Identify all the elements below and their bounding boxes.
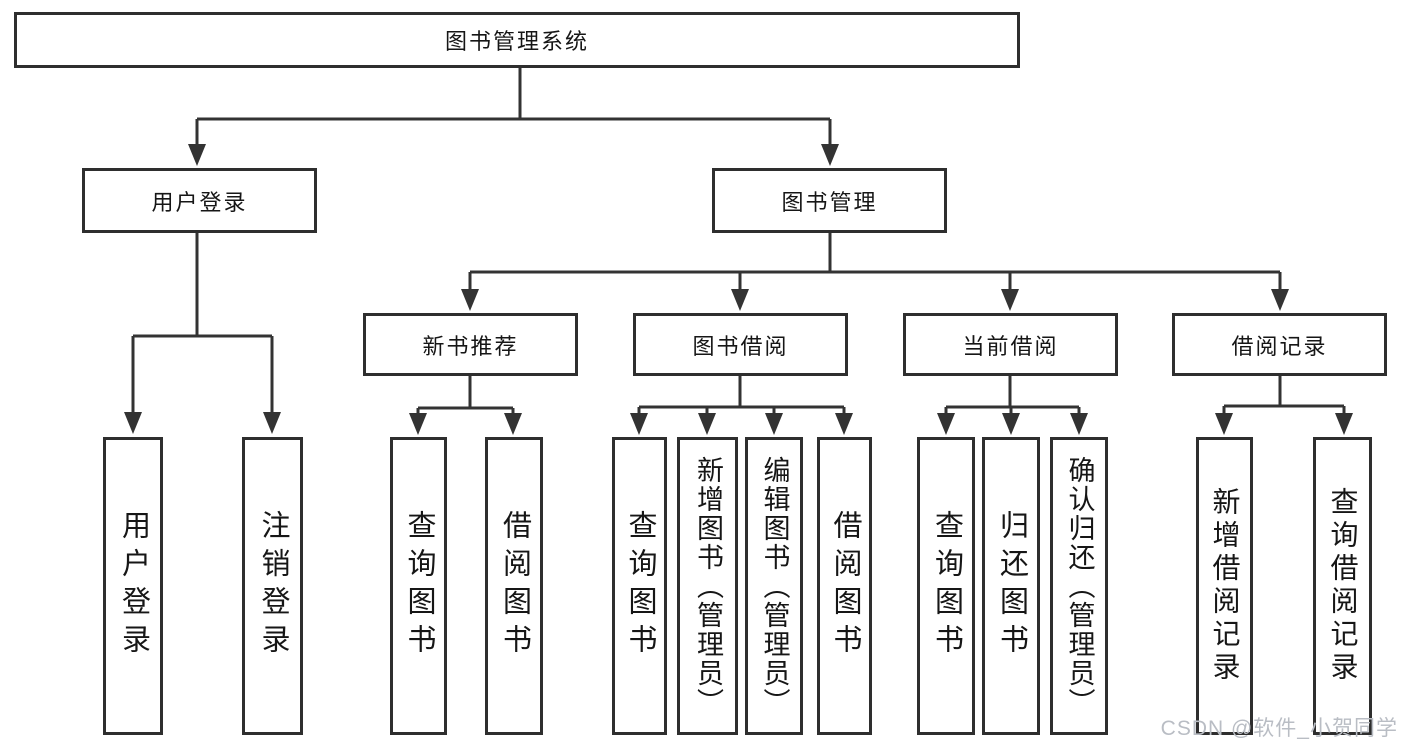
connector-borrow-records	[1222, 376, 1346, 420]
node-book-management-label: 图书管理	[781, 189, 878, 215]
arrowhead-icon	[1002, 413, 1020, 435]
node-add-borrow-record-label: 新增借阅记录	[1209, 487, 1241, 685]
node-borrow-records: 借阅记录	[1172, 313, 1387, 376]
node-root-label: 图书管理系统	[444, 29, 589, 54]
node-current-borrow: 当前借阅	[903, 313, 1118, 376]
node-query-borrow-record-label: 查询借阅记录	[1327, 487, 1359, 685]
arrowhead-icon	[124, 412, 142, 434]
node-user-login-leaf: 用户登录	[103, 437, 163, 735]
node-logout-label: 注销登录	[257, 510, 289, 662]
node-book-management: 图书管理	[712, 168, 947, 233]
node-borrow-books-1-label: 借阅图书	[498, 510, 531, 662]
arrowhead-icon	[765, 413, 783, 435]
arrowhead-icon	[1070, 413, 1088, 435]
arrowhead-icon	[698, 413, 716, 435]
node-user-login-leaf-label: 用户登录	[117, 510, 150, 662]
arrowhead-icon	[461, 289, 479, 311]
connector-book-management	[468, 233, 1282, 296]
arrowhead-icon	[630, 413, 648, 435]
connector-new-book	[416, 376, 515, 420]
node-borrow-books-1: 借阅图书	[485, 437, 543, 735]
arrowhead-icon	[835, 413, 853, 435]
arrowhead-icon	[731, 289, 749, 311]
node-edit-book-admin-label: 编辑图书（管理员）	[759, 455, 790, 717]
connector-root	[195, 68, 832, 150]
node-confirm-return-admin: 确认归还（管理员）	[1050, 437, 1108, 735]
node-book-borrow: 图书借阅	[633, 313, 848, 376]
node-user-login-label: 用户登录	[151, 189, 248, 215]
node-root: 图书管理系统	[14, 12, 1020, 68]
arrowhead-icon	[188, 144, 206, 166]
arrowhead-icon	[504, 413, 522, 435]
watermark: CSDN @软件_小贺同学	[1160, 717, 1398, 740]
node-borrow-records-label: 借阅记录	[1231, 333, 1328, 359]
node-return-books: 归还图书	[982, 437, 1040, 735]
arrowhead-icon	[263, 412, 281, 434]
arrowhead-icon	[1335, 413, 1353, 435]
arrowhead-icon	[821, 144, 839, 166]
node-new-book-recommend: 新书推荐	[363, 313, 578, 376]
node-logout: 注销登录	[242, 437, 303, 735]
node-return-books-label: 归还图书	[995, 510, 1028, 662]
connector-book-borrow	[637, 376, 846, 420]
node-user-login: 用户登录	[82, 168, 317, 233]
node-borrow-books-2: 借阅图书	[817, 437, 872, 735]
node-query-books-2: 查询图书	[612, 437, 667, 735]
node-book-borrow-label: 图书借阅	[692, 333, 789, 359]
arrowhead-icon	[1001, 289, 1019, 311]
node-query-books-1: 查询图书	[390, 437, 447, 735]
arrowhead-icon	[1215, 413, 1233, 435]
node-query-books-3: 查询图书	[917, 437, 975, 735]
node-current-borrow-label: 当前借阅	[962, 333, 1059, 359]
node-query-books-1-label: 查询图书	[403, 510, 435, 662]
node-query-books-3-label: 查询图书	[930, 510, 963, 662]
node-new-book-recommend-label: 新书推荐	[422, 333, 519, 359]
node-confirm-return-admin-label: 确认归还（管理员）	[1064, 455, 1095, 717]
node-query-borrow-record: 查询借阅记录	[1313, 437, 1372, 735]
node-add-book-admin: 新增图书（管理员）	[677, 437, 738, 735]
node-edit-book-admin: 编辑图书（管理员）	[745, 437, 803, 735]
node-borrow-books-2-label: 借阅图书	[829, 510, 861, 662]
arrowhead-icon	[1271, 289, 1289, 311]
node-add-borrow-record: 新增借阅记录	[1196, 437, 1253, 735]
arrowhead-icon	[937, 413, 955, 435]
node-add-book-admin-label: 新增图书（管理员）	[693, 455, 723, 717]
arrowhead-icon	[409, 413, 427, 435]
node-query-books-2-label: 查询图书	[624, 510, 656, 662]
connector-user-login	[131, 233, 274, 418]
